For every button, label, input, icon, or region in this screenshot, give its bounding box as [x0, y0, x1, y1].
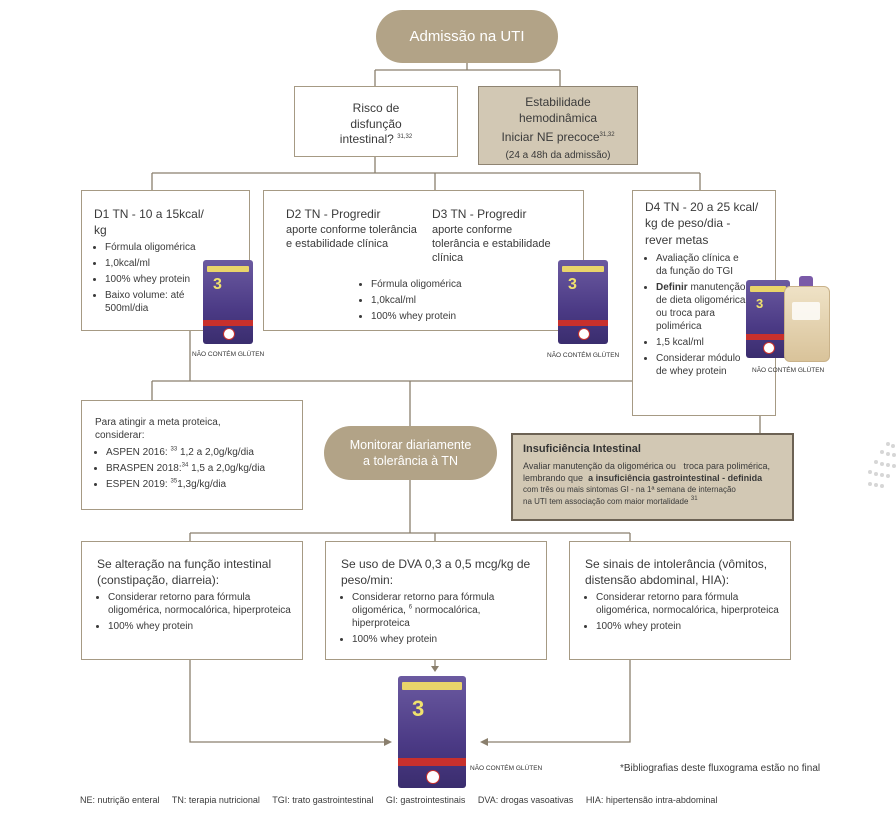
legend-item: TGI: trato gastrointestinal [272, 795, 374, 805]
d4-item-text: manutenção de dieta oligomérica ou troca… [656, 281, 746, 332]
decorative-dots [868, 442, 896, 488]
protein-value: 1,5 a 2,0g/kg/dia [191, 463, 266, 474]
risk-box: Risco de disfunção intestinal? 31,32 [294, 86, 458, 157]
d2-d3-box: D2 TN - Progredir aporte conforme tolerâ… [263, 190, 584, 331]
protein-ref: 35 [170, 478, 178, 485]
d4-box: D4 TN - 20 a 25 kcal/ kg de peso/dia - r… [632, 190, 776, 416]
d1-item: Baixo volume: até 500ml/dia [105, 289, 200, 315]
bibliography-note: *Bibliografias deste fluxograma estão no… [620, 763, 821, 774]
protein-value: 1,2 a 2,0g/kg/dia [179, 447, 254, 458]
alt3-item: Considerar retorno para fórmula oligomér… [596, 591, 782, 617]
monitor-line1: Monitorar diariamente [349, 438, 472, 452]
d4-title: D4 TN - 20 a 25 kcal/ [645, 200, 759, 214]
insuf-l2b: a insuficiência gastrointestinal - defin… [588, 473, 763, 484]
d2-block: D2 TN - Progredir aporte conforme tolerâ… [286, 207, 426, 251]
stability-ref: 31,32 [599, 132, 615, 139]
d1-item: Fórmula oligomérica [105, 241, 249, 254]
d23-item: Fórmula oligomérica [371, 278, 462, 291]
vasoactive-box: Se uso de DVA 0,3 a 0,5 mcg/kg de peso/m… [325, 541, 547, 660]
insuf-l4: na UTI tem associação com maior mortalid… [523, 497, 689, 507]
protein-label: ASPEN 2016: [106, 447, 168, 458]
d2-body: aporte conforme tolerância e estabilidad… [286, 223, 417, 250]
product-pack-image: 3 [746, 280, 790, 358]
bowel-change-box: Se alteração na função intestinal (const… [81, 541, 303, 660]
d4-item: Avaliação clínica e da função do TGI [656, 252, 750, 278]
d1-title: D1 TN - 10 a 15kcal/ [94, 207, 204, 221]
legend-item: NE: nutrição enteral [80, 795, 160, 805]
insuf-l1a: Avaliar manutenção da oligomérica ou [523, 461, 676, 472]
product-pack-image: 3 [203, 260, 253, 344]
alt2-item1b: normocalórica, hiperproteica [352, 605, 481, 630]
d3-block: D3 TN - Progredir aporte conforme tolerâ… [432, 207, 562, 265]
d23-item: 100% whey protein [371, 310, 462, 323]
gluten-free-label: NÃO CONTÉM GLÚTEN [470, 765, 543, 772]
risk-line2: disfunção [350, 116, 402, 131]
insuf-title: Insuficiência Intestinal [523, 443, 641, 455]
gluten-free-label: NÃO CONTÉM GLÚTEN [752, 367, 825, 374]
d4-title3: rever metas [645, 233, 709, 248]
protein-item: BRASPEN 2018:34 1,5 a 2,0g/kg/dia [106, 462, 302, 475]
protein-label: ESPEN 2019: [106, 479, 168, 490]
insuf-l1b: troca para polimérica, [683, 461, 770, 472]
legend-item: GI: gastrointestinais [385, 795, 466, 805]
alt3-title: Se sinais de intolerância (vômitos, dist… [585, 557, 768, 587]
product-pack-image: 3 [398, 676, 466, 788]
d3-title: D3 TN - Progredir [432, 207, 527, 221]
d1-item: 100% whey protein [105, 273, 249, 286]
monitor-node: Monitorar diariamente a tolerância à TN [324, 426, 497, 480]
abbreviation-legend: NE: nutrição enteral TN: terapia nutrici… [80, 795, 840, 807]
protein-item: ESPEN 2019: 351,3g/kg/dia [106, 478, 302, 491]
protein-intro: Para atingir a meta proteica, considerar… [95, 417, 221, 441]
d1-item: 1,0kcal/ml [105, 257, 249, 270]
alt2-item: 100% whey protein [352, 633, 538, 646]
alt2-item1a: Considerar retorno para fórmula oligomér… [352, 592, 495, 617]
intolerance-box: Se sinais de intolerância (vômitos, dist… [569, 541, 791, 660]
alt2-title: Se uso de DVA 0,3 a 0,5 mcg/kg de peso/m… [341, 557, 531, 587]
alt1-item: Considerar retorno para fórmula oligomér… [108, 591, 294, 617]
admission-node: Admissão na UTI [376, 10, 558, 63]
alt1-item: 100% whey protein [108, 620, 294, 633]
protein-ref: 34 [181, 462, 189, 469]
d2-title: D2 TN - Progredir [286, 207, 381, 221]
stability-line4: (24 a 48h da admissão) [505, 149, 611, 161]
d3-body: aporte conforme tolerância e estabilidad… [432, 223, 551, 265]
insuf-ref: 31 [690, 496, 698, 503]
d4-item: Considerar módulo de whey protein [656, 352, 750, 378]
protein-value: 1,3g/kg/dia [177, 479, 227, 490]
legend-item: DVA: drogas vasoativas [477, 795, 574, 805]
protein-ref: 33 [170, 446, 178, 453]
gluten-free-label: NÃO CONTÉM GLÚTEN [547, 352, 620, 359]
d4-title2: kg de peso/dia - [645, 215, 731, 230]
risk-line3: intestinal? [339, 132, 394, 147]
d4-item-bold: Definir [656, 281, 688, 293]
stability-line2: hemodinâmica [518, 110, 598, 125]
gluten-free-label: NÃO CONTÉM GLÚTEN [192, 351, 265, 358]
d1-title2: kg [94, 222, 107, 237]
intestinal-insufficiency-box: Insuficiência Intestinal Avaliar manuten… [511, 433, 794, 521]
protein-goal-box: Para atingir a meta proteica, considerar… [81, 400, 303, 510]
legend-item: HIA: hipertensão intra-abdominal [585, 795, 718, 805]
monitor-line2: a tolerância à TN [363, 454, 458, 469]
stability-box: Estabilidade hemodinâmica Iniciar NE pre… [478, 86, 638, 165]
insuf-l2a: lembrando que [523, 473, 584, 484]
stability-line3: Iniciar NE precoce [501, 130, 600, 145]
admission-title: Admissão na UTI [409, 28, 525, 45]
risk-ref: 31,32 [397, 134, 413, 141]
stability-line1: Estabilidade [525, 95, 591, 109]
d4-item: 1,5 kcal/ml [656, 336, 750, 349]
d4-item: Definir manutenção de dieta oligomérica … [656, 281, 750, 333]
product-bottle-image [784, 276, 830, 362]
d23-item: 1,0kcal/ml [371, 294, 462, 307]
alt2-ref: 6 [408, 604, 413, 611]
product-pack-image: 3 [558, 260, 608, 344]
insuf-l3: com três ou mais sintomas GI - na 1ª sem… [523, 484, 736, 494]
protein-label: BRASPEN 2018: [106, 463, 182, 474]
alt2-item: Considerar retorno para fórmula oligomér… [352, 591, 538, 630]
protein-item: ASPEN 2016: 33 1,2 a 2,0g/kg/dia [106, 446, 302, 459]
risk-line1: Risco de [352, 101, 400, 115]
alt3-item: 100% whey protein [596, 620, 782, 633]
legend-item: TN: terapia nutricional [171, 795, 260, 805]
alt1-title: Se alteração na função intestinal (const… [97, 557, 272, 587]
